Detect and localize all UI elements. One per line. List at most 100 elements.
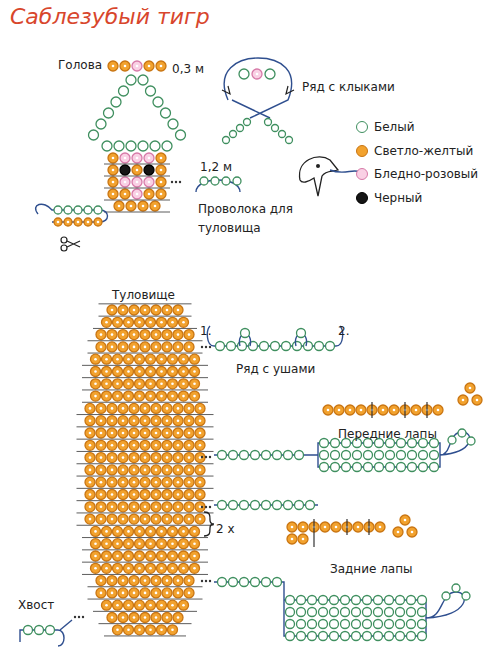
legend-text: Белый (374, 120, 415, 134)
bead (96, 514, 106, 524)
bead (126, 75, 136, 85)
bead (179, 317, 189, 327)
continuation-dots (78, 616, 80, 618)
bead-hole (144, 432, 147, 435)
bead (107, 490, 117, 500)
bead-hole (166, 506, 169, 509)
bead-hole (149, 530, 152, 533)
bead-hole (105, 604, 108, 607)
bead-hole (144, 456, 147, 459)
bead-hole (144, 493, 147, 496)
legend-swatch (356, 121, 368, 133)
bead-hole (67, 221, 70, 224)
label: Задние лапы (330, 562, 413, 576)
continuation-dots (209, 506, 211, 508)
bead (140, 576, 150, 586)
bead-hole (182, 530, 185, 533)
bead-hole (148, 181, 151, 184)
label-box: 2. (338, 320, 349, 339)
bead (176, 130, 186, 140)
bead (190, 563, 200, 573)
bead-hole (182, 542, 185, 545)
bead-hole (415, 409, 418, 412)
bead-hole (94, 542, 97, 545)
bead (195, 477, 205, 487)
bead-hole (133, 469, 136, 472)
bead-hole (144, 444, 147, 447)
label-box: Ряд с ушами (236, 358, 315, 377)
bead (91, 391, 101, 401)
bead-hole (100, 346, 103, 349)
bead-hole (111, 592, 114, 595)
bead-hole (155, 592, 158, 595)
bead-hole (149, 629, 152, 632)
bead (168, 563, 178, 573)
bead (124, 391, 134, 401)
bead (107, 588, 117, 598)
separator-line (104, 200, 170, 201)
separator-line (99, 623, 192, 624)
bead (135, 600, 145, 610)
bead (472, 395, 482, 405)
bead-hole (105, 542, 108, 545)
bead (179, 539, 189, 549)
bead-hole (94, 567, 97, 570)
bead (378, 405, 388, 415)
bead (364, 451, 373, 460)
bead (173, 477, 183, 487)
label-box: Передние лапы (338, 423, 437, 442)
legend-text: Черный (374, 191, 422, 205)
bead (96, 428, 106, 438)
bead-hole (193, 370, 196, 373)
bead-hole (155, 432, 158, 435)
bead-hole (177, 469, 180, 472)
bead (118, 465, 128, 475)
bead (126, 141, 136, 151)
bead (124, 317, 134, 327)
bead-hole (127, 542, 130, 545)
separator-line (77, 463, 214, 464)
bead-hole (111, 346, 114, 349)
bead (286, 137, 293, 144)
bead (331, 522, 341, 532)
separator-line (82, 574, 208, 575)
bead (195, 502, 205, 512)
separator-line (77, 451, 214, 452)
bead-hole (127, 530, 130, 533)
continuation-dots (201, 580, 203, 582)
bead-hole (182, 321, 185, 324)
bead-hole (357, 526, 360, 529)
bead (419, 451, 428, 460)
bead (151, 588, 161, 598)
bead-hole (138, 395, 141, 398)
bead-hole (160, 181, 163, 184)
bead (168, 600, 178, 610)
bead-hole (122, 333, 125, 336)
bead-hole (155, 346, 158, 349)
bead (151, 342, 161, 352)
bead (419, 463, 428, 472)
bead (91, 539, 101, 549)
bead (85, 490, 95, 500)
bead (195, 514, 205, 524)
bead (284, 501, 293, 510)
separator-line (93, 611, 197, 612)
separator-line (77, 414, 214, 415)
bead-hole (193, 395, 196, 398)
separator-line (346, 519, 347, 535)
bead (135, 551, 145, 561)
bead (135, 317, 145, 327)
bead-hole (100, 419, 103, 422)
bead (120, 165, 130, 175)
bead (286, 632, 295, 641)
bead-hole (144, 346, 147, 349)
bead (138, 141, 148, 151)
bead (168, 367, 178, 377)
bead (168, 526, 178, 536)
bead (96, 330, 106, 340)
bead-hole (122, 432, 125, 435)
bead (107, 428, 117, 438)
bead-hole (122, 493, 125, 496)
arrow-mark (222, 86, 294, 94)
